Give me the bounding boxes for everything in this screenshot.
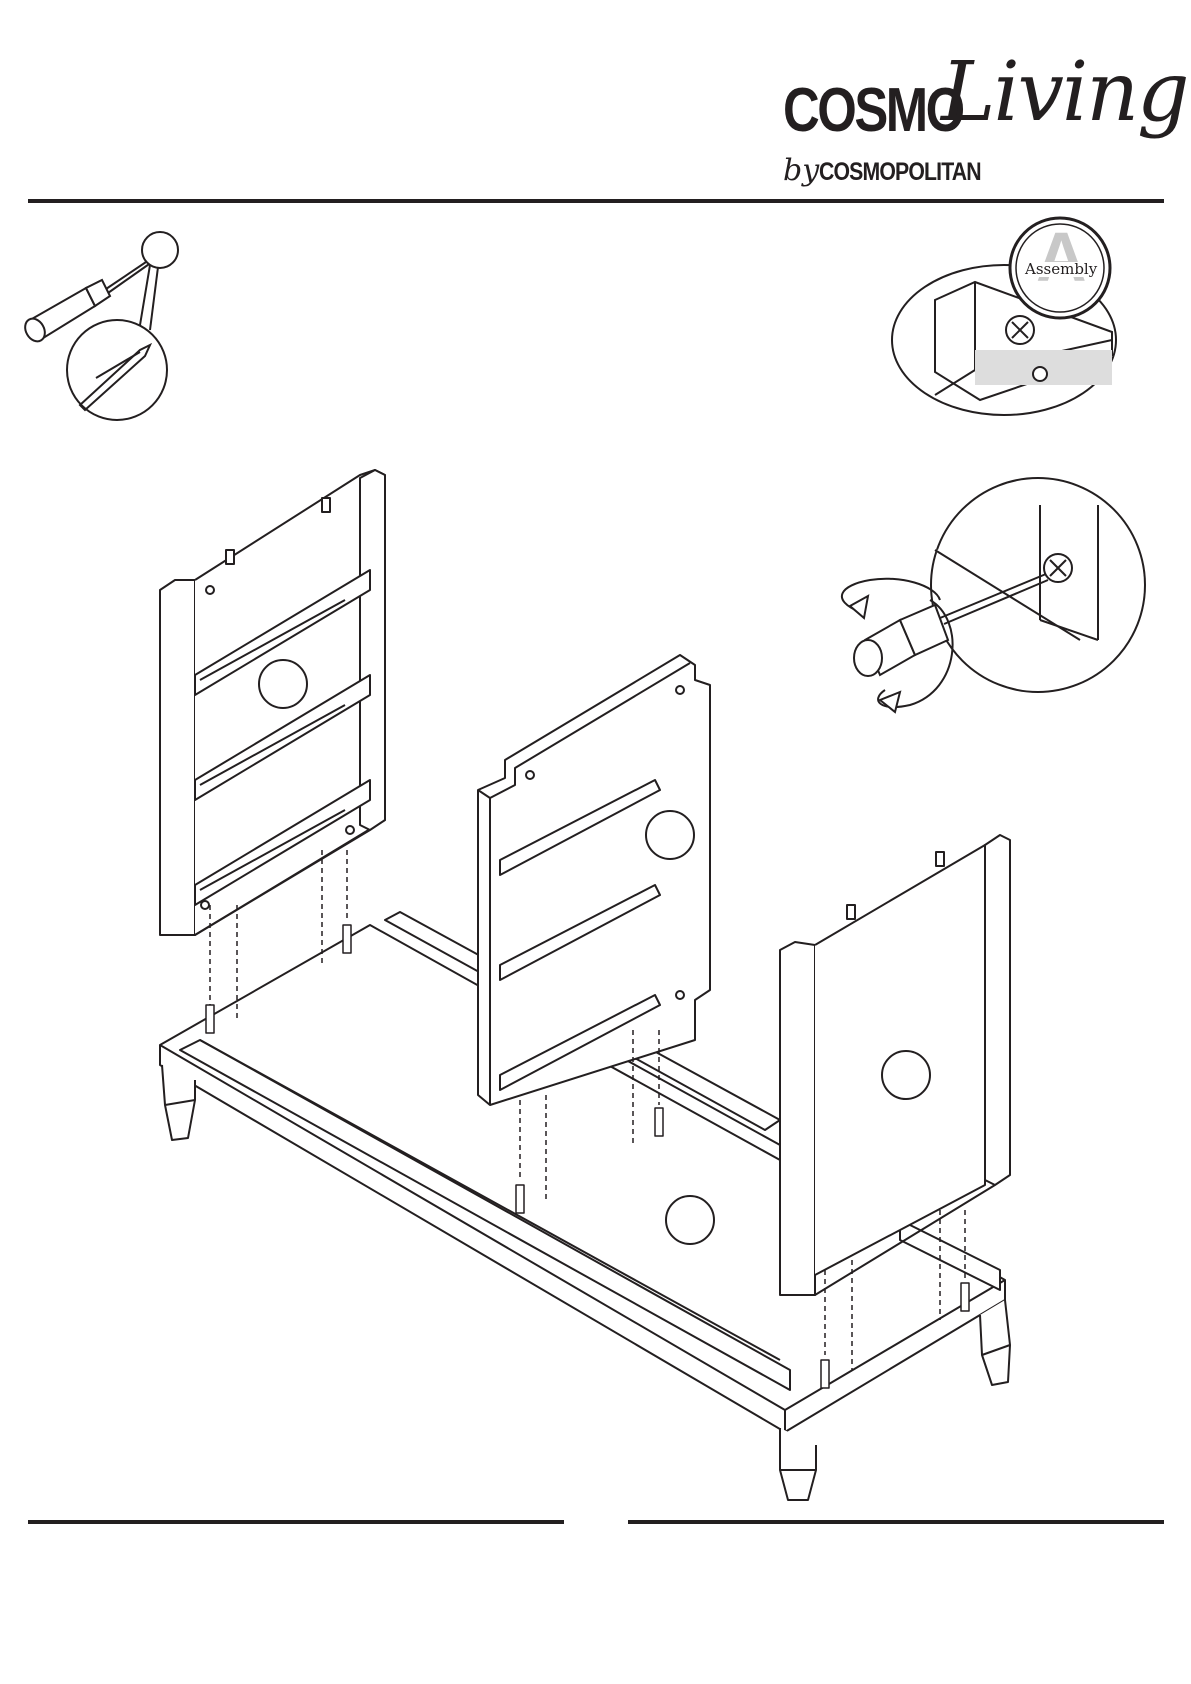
center-panel <box>478 655 710 1105</box>
right-side-panel <box>780 835 1010 1295</box>
left-side-panel <box>160 470 385 935</box>
